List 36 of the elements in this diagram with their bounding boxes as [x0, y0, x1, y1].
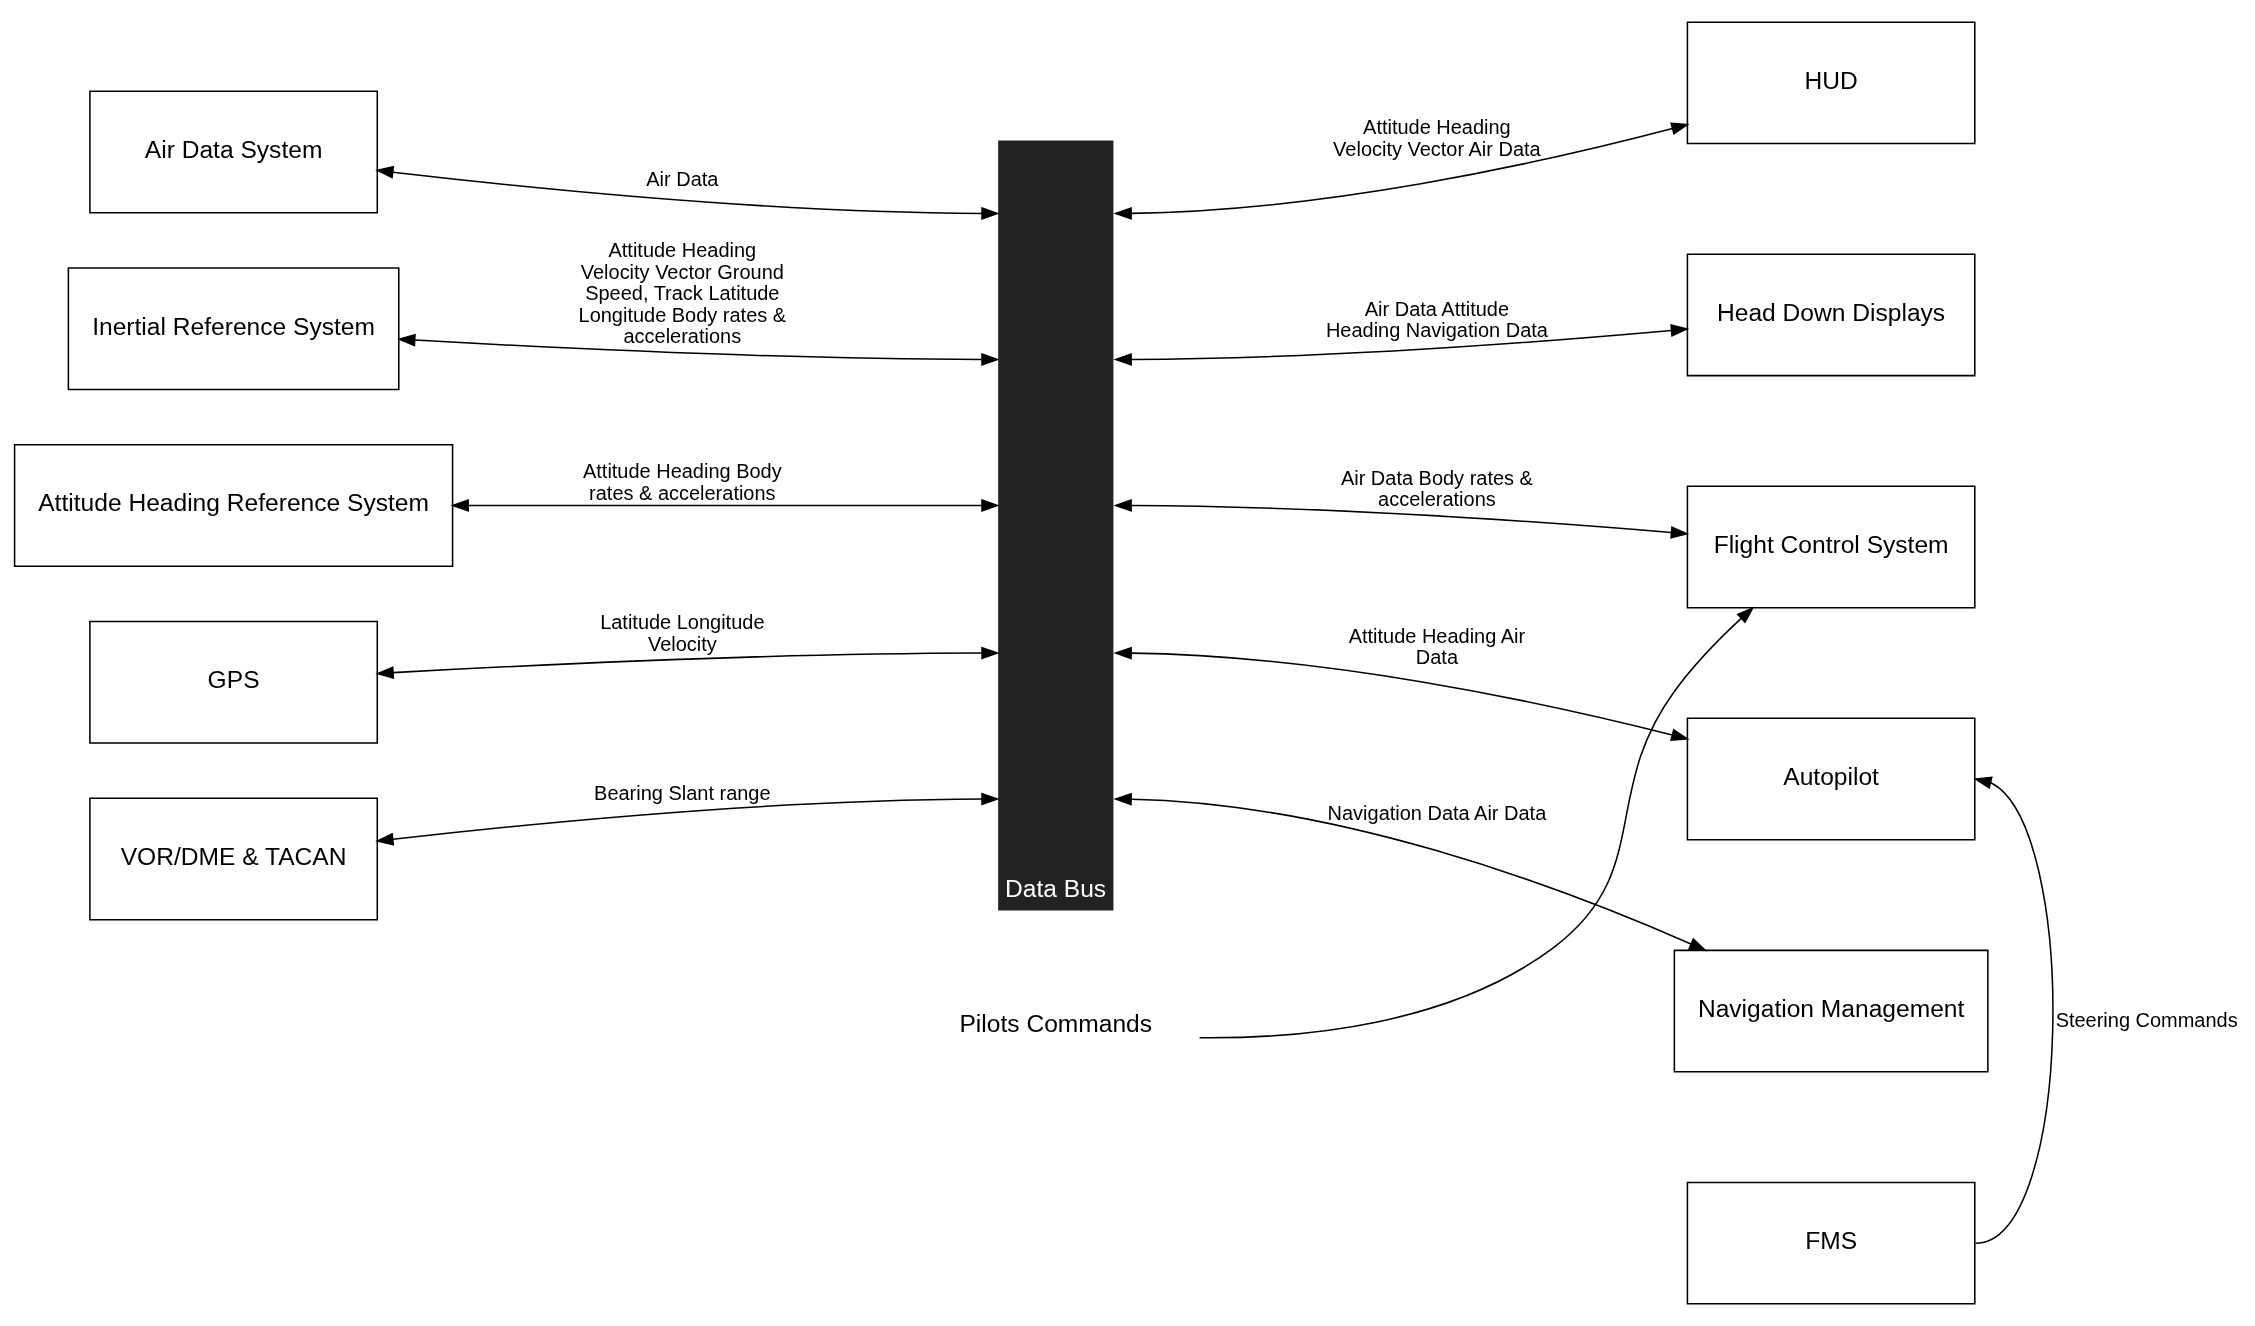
arrow [375, 165, 1000, 220]
arrow [1113, 324, 1690, 366]
edge-label: Latitude Longitude Velocity [600, 611, 765, 655]
node-text: Pilots Commands [959, 1010, 1153, 1038]
node-box: Navigation Management [1673, 949, 1989, 1073]
edge-label: Steering Commands [2055, 1008, 2238, 1031]
arrow [375, 646, 1000, 680]
arrow [397, 333, 1000, 366]
node-box: Air Data System [89, 90, 379, 214]
node-box: GPS [89, 620, 379, 744]
arrow [1198, 606, 1755, 1039]
edge-label: Attitude Heading Velocity Vector Air Data [1333, 116, 1541, 160]
edge-label: Air Data Body rates & accelerations [1340, 466, 1533, 511]
node-box: Data Bus [998, 140, 1114, 911]
arrow [1973, 776, 2054, 1244]
arrow [375, 792, 1000, 846]
arrow [450, 499, 1000, 512]
node-box: Flight Control System [1686, 485, 1976, 609]
node-box: Attitude Heading Reference System [13, 444, 454, 567]
arrow [1113, 499, 1690, 539]
node-box: FMS [1686, 1181, 1976, 1305]
edge-label: Attitude Heading Air Data [1348, 624, 1526, 669]
arrow [1113, 792, 1708, 952]
edge-label: Bearing Slant range [594, 781, 771, 804]
node-box: HUD [1686, 21, 1976, 145]
node-box: Inertial Reference System [67, 267, 400, 391]
node-box: VOR/DME & TACAN [89, 797, 379, 921]
edge-label: Attitude Heading Body rates & accelerations [582, 460, 782, 504]
node-box: Head Down Displays [1686, 253, 1976, 377]
edge-label: Air Data Attitude Heading Navigation Data [1325, 297, 1548, 342]
arrow [1113, 122, 1690, 220]
node-box: Autopilot [1686, 717, 1976, 841]
edge-label: Attitude Heading Velocity Vector Ground Speed, Track Latitude Longitude Body rates & accelerations [578, 239, 787, 348]
arrow [1113, 646, 1690, 742]
edge-label: Navigation Data Air Data [1327, 801, 1547, 824]
edge-label: Air Data [646, 168, 719, 191]
